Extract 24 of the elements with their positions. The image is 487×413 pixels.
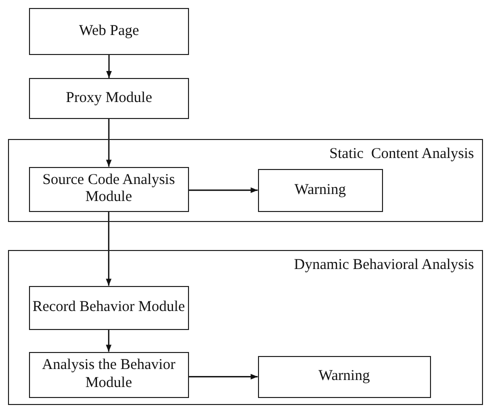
arrow [106, 330, 112, 352]
process-box [29, 8, 189, 55]
group-heading: Static Content Analysis [329, 146, 474, 164]
process-box [258, 356, 431, 398]
arrow [188, 374, 258, 380]
box-label: Proxy Module [66, 90, 152, 108]
box-label: Source Code Analysis Module [41, 172, 176, 206]
box-label: Warning [294, 182, 346, 199]
process-box [28, 166, 189, 212]
box-label: Web Page [78, 22, 140, 40]
process-box [29, 78, 189, 119]
process-box [28, 286, 189, 330]
process-box [258, 168, 383, 212]
group-heading: Dynamic Behavioral Analysis [294, 257, 474, 274]
box-label: Record Behavior Module [32, 299, 185, 316]
box-label: Warning [318, 368, 370, 386]
arrow [106, 55, 112, 78]
process-box [28, 352, 189, 398]
arrow [106, 119, 112, 167]
arrow [106, 212, 112, 286]
group-box [8, 139, 483, 222]
box-label: Analysis the Behavior Module [41, 357, 176, 392]
group-box [8, 250, 483, 405]
arrow [188, 187, 258, 193]
